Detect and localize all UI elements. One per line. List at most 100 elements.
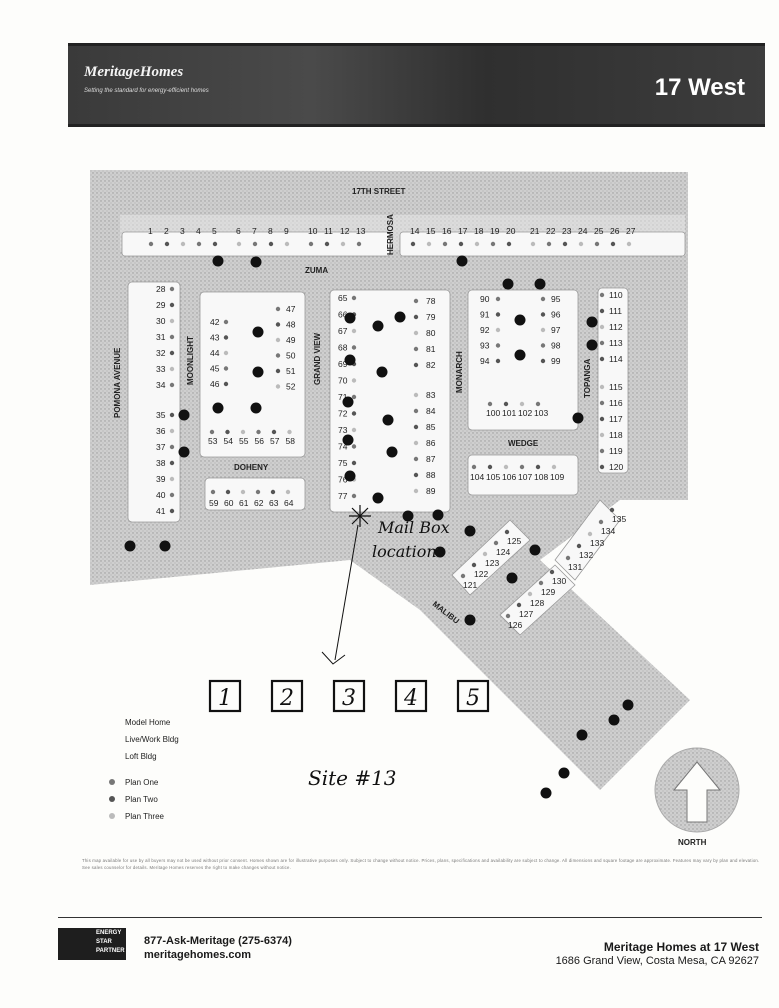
lot-23: 23 xyxy=(562,226,572,236)
lot-marker-112 xyxy=(599,324,605,330)
tree-marker xyxy=(344,470,356,482)
tree-marker xyxy=(529,544,541,556)
tree-marker xyxy=(386,446,398,458)
lot-71: 71 xyxy=(338,392,348,402)
tree-marker xyxy=(586,316,598,328)
lot-marker-91 xyxy=(495,312,501,317)
tree-marker xyxy=(608,714,620,726)
lot-105: 105 xyxy=(486,472,500,482)
lot-10: 10 xyxy=(308,226,318,236)
lot-129: 129 xyxy=(541,587,555,597)
lot-57: 57 xyxy=(270,436,280,446)
legend-model-home: Model Home xyxy=(125,718,171,727)
lot-29: 29 xyxy=(156,300,166,310)
lot-marker-77 xyxy=(351,493,357,499)
lot-82: 82 xyxy=(426,360,436,370)
lot-96: 96 xyxy=(551,310,561,320)
lot-marker-89 xyxy=(413,488,419,494)
lot-marker-61 xyxy=(240,489,246,495)
tree-marker xyxy=(178,409,190,421)
tree-marker xyxy=(178,446,190,458)
tree-marker xyxy=(250,402,262,414)
site-box-2 xyxy=(270,679,304,713)
community-title: 17 West xyxy=(654,74,745,101)
lot-marker-121 xyxy=(460,573,466,579)
lot-79: 79 xyxy=(426,312,436,322)
lot-37: 37 xyxy=(156,442,166,452)
lot-marker-128 xyxy=(527,591,533,597)
lot-marker-96 xyxy=(540,312,546,317)
lot-86: 86 xyxy=(426,438,436,448)
website-link[interactable]: meritagehomes.com xyxy=(144,949,251,961)
lot-117: 117 xyxy=(609,414,623,424)
lot-marker-54 xyxy=(225,429,230,435)
lot-marker-97 xyxy=(540,327,546,333)
tree-marker xyxy=(506,572,518,584)
lot-marker-52 xyxy=(275,384,281,389)
lot-62: 62 xyxy=(254,498,264,508)
lot-85: 85 xyxy=(426,422,436,432)
legend-live-work: Live/Work Bldg xyxy=(125,735,179,744)
lot-44: 44 xyxy=(210,348,220,358)
site-box-4 xyxy=(394,679,428,713)
lot-69: 69 xyxy=(338,359,348,369)
lot-116: 116 xyxy=(609,398,623,408)
tree-marker xyxy=(250,256,262,268)
lot-marker-18 xyxy=(474,241,480,247)
lot-72: 72 xyxy=(338,409,348,419)
lot-marker-38 xyxy=(169,460,175,466)
lot-4: 4 xyxy=(196,226,201,236)
legend-plan-three: Plan Three xyxy=(125,812,165,821)
lot-marker-49 xyxy=(275,337,281,343)
tree-marker xyxy=(344,354,356,366)
tree-marker xyxy=(252,366,264,378)
lot-marker-47 xyxy=(275,306,281,312)
tree-marker xyxy=(432,509,444,521)
lot-110: 110 xyxy=(609,290,623,300)
lot-marker-7 xyxy=(252,241,258,247)
lot-125: 125 xyxy=(507,536,521,546)
lot-20: 20 xyxy=(506,226,516,236)
lot-marker-113 xyxy=(599,340,605,346)
lot-marker-94 xyxy=(495,358,501,364)
lot-95: 95 xyxy=(551,294,561,304)
lot-26: 26 xyxy=(610,226,620,236)
site-box-label-3: 3 xyxy=(342,686,356,711)
site-box-label-2: 2 xyxy=(279,686,294,711)
tree-marker xyxy=(212,255,224,267)
lot-3: 3 xyxy=(180,226,185,236)
lot-marker-75 xyxy=(351,460,357,466)
lot-marker-129 xyxy=(538,580,544,586)
lot-88: 88 xyxy=(426,470,436,480)
tree-marker xyxy=(344,312,356,324)
lot-marker-3 xyxy=(180,241,186,247)
lot-marker-50 xyxy=(275,353,281,358)
lot-43: 43 xyxy=(210,333,220,343)
lot-103: 103 xyxy=(534,408,548,418)
mailbox-label: Mail Box xyxy=(377,518,450,537)
lot-marker-108 xyxy=(535,464,541,470)
lot-marker-101 xyxy=(503,401,509,407)
tree-marker xyxy=(456,255,468,267)
lot-marker-4 xyxy=(196,241,202,247)
lot-68: 68 xyxy=(338,343,348,353)
lot-98: 98 xyxy=(551,341,561,351)
tree-marker xyxy=(394,311,406,323)
lot-49: 49 xyxy=(286,335,296,345)
lot-marker-34 xyxy=(169,382,175,388)
lot-104: 104 xyxy=(470,472,484,482)
lot-marker-118 xyxy=(599,432,605,438)
lot-marker-1 xyxy=(148,241,154,247)
lot-31: 31 xyxy=(156,332,166,342)
lot-124: 124 xyxy=(496,547,510,557)
lot-60: 60 xyxy=(224,498,234,508)
lot-9: 9 xyxy=(284,226,289,236)
lot-33: 33 xyxy=(156,364,166,374)
lot-75: 75 xyxy=(338,458,348,468)
phone-number[interactable]: 877-Ask-Meritage (275-6374) xyxy=(144,935,292,947)
tree-marker xyxy=(540,787,552,799)
tree-marker xyxy=(558,767,570,779)
lot-marker-57 xyxy=(271,429,277,435)
brand-tagline: Setting the standard for energy-efficien… xyxy=(84,88,209,94)
lot-marker-135 xyxy=(609,507,615,513)
